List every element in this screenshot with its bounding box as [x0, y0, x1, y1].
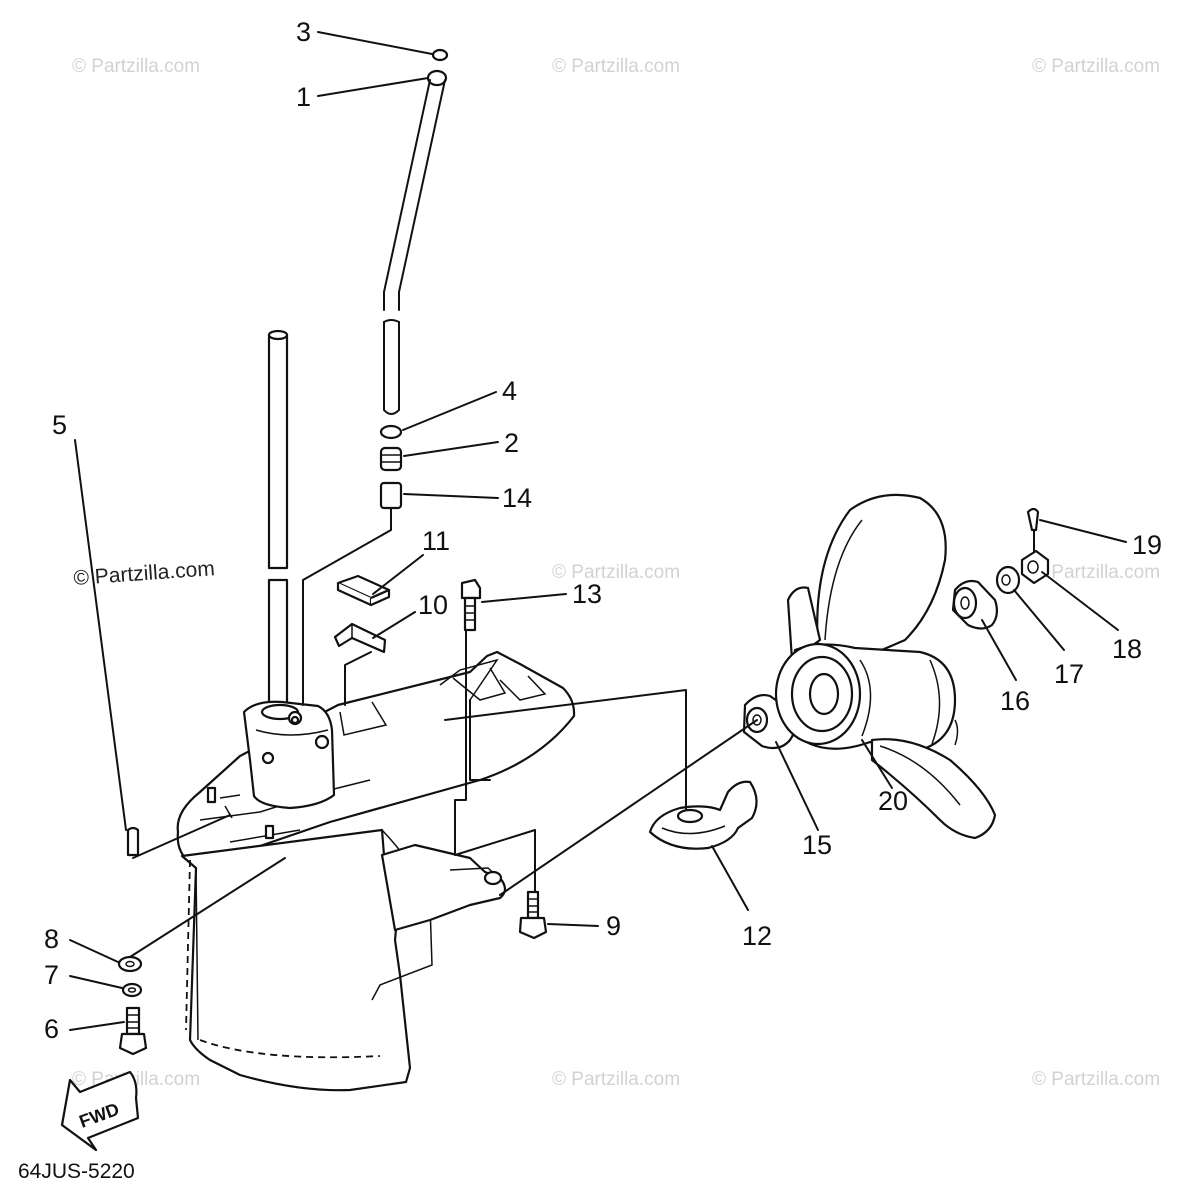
part-20-propeller: [774, 493, 997, 840]
forward-direction-arrow: FWD: [60, 1070, 140, 1152]
callout-17: 17: [1054, 659, 1084, 689]
part-12-anode-plate: [648, 780, 758, 850]
part-19-cotter-pin: [1026, 507, 1040, 532]
callout-1: 1: [296, 82, 311, 112]
diagram-code: 64JUS-5220: [18, 1160, 135, 1183]
part-5-pin: [126, 826, 140, 857]
callout-2: 2: [504, 428, 519, 458]
callout-15: 15: [802, 830, 832, 860]
part-1-water-tube: [383, 69, 448, 415]
callout-labels: 3 1 4 2 14 11 10 13 5 8 7 6 9 12 15 20 1…: [44, 17, 1162, 1044]
part-11-plate: [336, 574, 391, 607]
watermark: © Partzilla.com: [1032, 1069, 1160, 1090]
part-14-collar: [379, 481, 403, 510]
part-4-grommet: [379, 424, 403, 440]
leader-lines: [69, 31, 1127, 1031]
callout-9: 9: [606, 911, 621, 941]
part-10-bracket: [333, 622, 387, 654]
callout-4: 4: [502, 376, 517, 406]
part-7-washer: [121, 982, 143, 998]
watermark: © Partzilla.com: [72, 56, 200, 77]
callout-14: 14: [502, 483, 532, 513]
part-8-washer: [117, 955, 143, 973]
part-9-bolt: [518, 890, 548, 940]
part-2-seal: [379, 446, 403, 472]
callout-18: 18: [1112, 634, 1142, 664]
part-3-cap: [431, 48, 449, 62]
lower-unit-gear-case: [176, 650, 576, 1092]
callout-3: 3: [296, 17, 311, 47]
callout-10: 10: [418, 590, 448, 620]
watermark: © Partzilla.com: [552, 562, 680, 583]
callout-6: 6: [44, 1014, 59, 1044]
watermark: © Partzilla.com: [552, 56, 680, 77]
callout-11: 11: [422, 526, 450, 556]
assembly-guide-lines: [129, 507, 1035, 958]
drive-shaft: [267, 329, 289, 717]
callout-19: 19: [1132, 530, 1162, 560]
watermark: © Partzilla.com: [552, 1069, 680, 1090]
callout-20: 20: [878, 786, 908, 816]
part-16-spacer: [951, 579, 999, 630]
watermark: © Partzilla.com: [1032, 562, 1160, 583]
watermark: © Partzilla.com: [1032, 56, 1160, 77]
callout-8: 8: [44, 924, 59, 954]
part-18-nut: [1020, 549, 1050, 585]
part-13-bolt: [460, 578, 482, 632]
callout-16: 16: [1000, 686, 1030, 716]
callout-5: 5: [52, 410, 67, 440]
callout-12: 12: [742, 921, 772, 951]
callout-7: 7: [44, 960, 59, 990]
callout-13: 13: [572, 579, 602, 609]
part-6-bolt: [118, 1006, 148, 1056]
part-17-washer: [995, 565, 1021, 595]
